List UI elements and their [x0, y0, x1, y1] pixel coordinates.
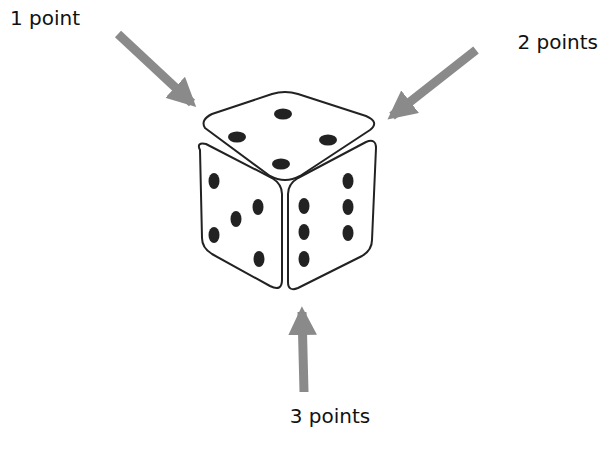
die-right-face: [288, 141, 376, 289]
pointer-arrow: [392, 50, 476, 116]
point-label: 1 point: [10, 6, 80, 30]
die-left-face: [199, 144, 282, 288]
point-label: 2 points: [517, 30, 598, 54]
pointer-arrow: [118, 34, 192, 103]
pointer-arrow: [302, 312, 304, 392]
point-label: 3 points: [290, 404, 371, 428]
